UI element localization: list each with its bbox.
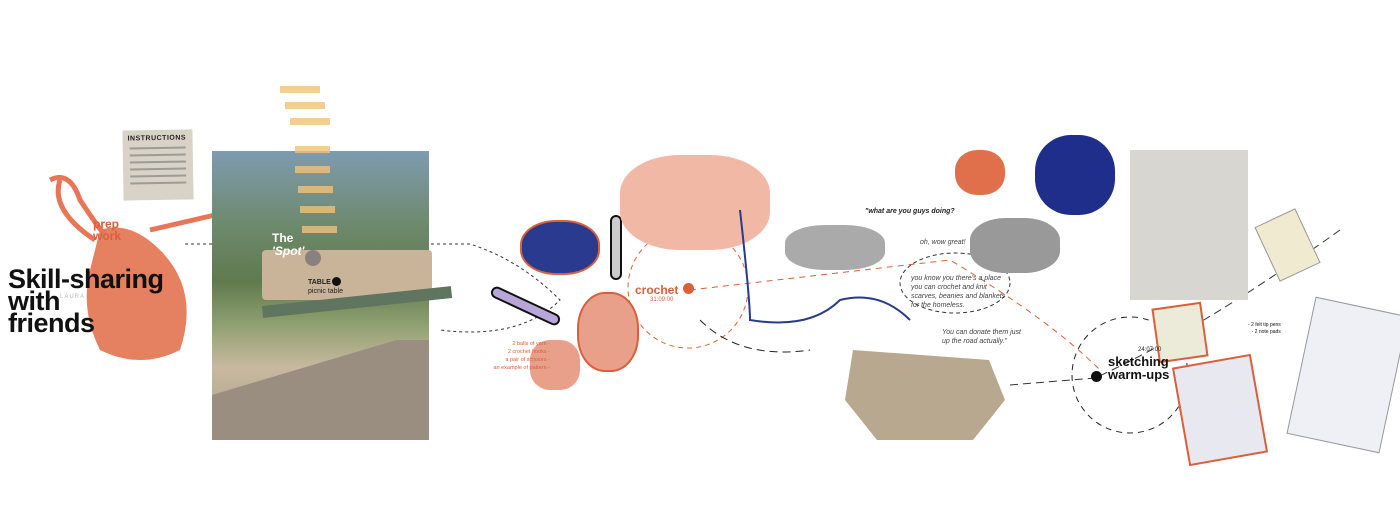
spot-label: The 'Spot': [272, 232, 304, 258]
hand-image: [785, 225, 885, 270]
material-item: 2 balls of yarn -: [512, 341, 550, 347]
crochet-marker: [683, 283, 694, 294]
prep-work-label: prep work: [93, 218, 121, 242]
table-label: TABLE picnic table: [308, 278, 343, 296]
sketching-materials: - 2 felt tip pens - 2 note pads: [1248, 322, 1281, 336]
table-marker: [332, 277, 341, 286]
table-title: TABLE: [308, 279, 331, 286]
blue-yarn-strand: [739, 209, 911, 324]
blue-yarn-image: [520, 220, 600, 275]
hands-crochet-image: [620, 155, 770, 250]
picnic-scene-image: [845, 350, 1005, 440]
title-line: Skill-sharing: [8, 264, 164, 294]
sketching-marker: [1091, 371, 1102, 382]
author-label: LAURA: [60, 294, 86, 300]
knitting-hands-image: [970, 218, 1060, 273]
title-line: friends: [8, 308, 95, 338]
crochet-time: 31:09:00: [650, 297, 674, 303]
page-title: Skill-sharing with friends: [8, 264, 164, 338]
quote-3: you know you there's a place you can cro…: [911, 275, 1006, 309]
instructions-note: INSTRUCTIONS: [122, 129, 194, 201]
pink-yarn-image: [577, 292, 639, 372]
quote-1: "what are you guys doing?: [865, 208, 955, 215]
instructions-heading: INSTRUCTIONS: [127, 134, 187, 143]
material-item: - 2 note pads: [1251, 329, 1281, 335]
spot-line: The: [272, 231, 294, 245]
orange-bag-image: [48, 175, 216, 360]
sketching-line: sketching: [1108, 354, 1169, 369]
spot-marker: [305, 250, 321, 266]
table-subtitle: picnic table: [308, 288, 344, 295]
crochet-label: crochet: [635, 283, 679, 297]
sketching-time: 24:07:00: [1138, 347, 1162, 353]
material-item: an example of pattern -: [493, 365, 550, 371]
material-item: a pair of scissors -: [505, 357, 550, 363]
yellow-stripes: [280, 86, 337, 233]
sketch-photo: [1130, 150, 1248, 300]
prep-line: work: [93, 229, 122, 243]
sketching-label: sketching warm-ups: [1108, 355, 1169, 381]
scissors-icon: [610, 215, 622, 280]
crochet-materials: 2 balls of yarn - 2 crochet hooks - a pa…: [470, 340, 550, 372]
material-item: - 2 felt tip pens: [1248, 322, 1281, 328]
prep-line: prep: [93, 217, 120, 231]
spot-line: 'Spot': [272, 244, 305, 258]
material-item: 2 crochet hooks -: [507, 349, 550, 355]
title-line: with: [8, 286, 60, 316]
quote-2: oh, wow great!: [920, 239, 966, 246]
sketchbook-image: [1171, 353, 1269, 467]
quote-4: You can donate them just up the road act…: [942, 329, 1021, 345]
navy-yarn-image: [1035, 135, 1115, 215]
sketching-line: warm-ups: [1108, 367, 1170, 382]
crochet-pattern-image: [530, 340, 580, 390]
orange-yarn-image: [955, 150, 1005, 195]
